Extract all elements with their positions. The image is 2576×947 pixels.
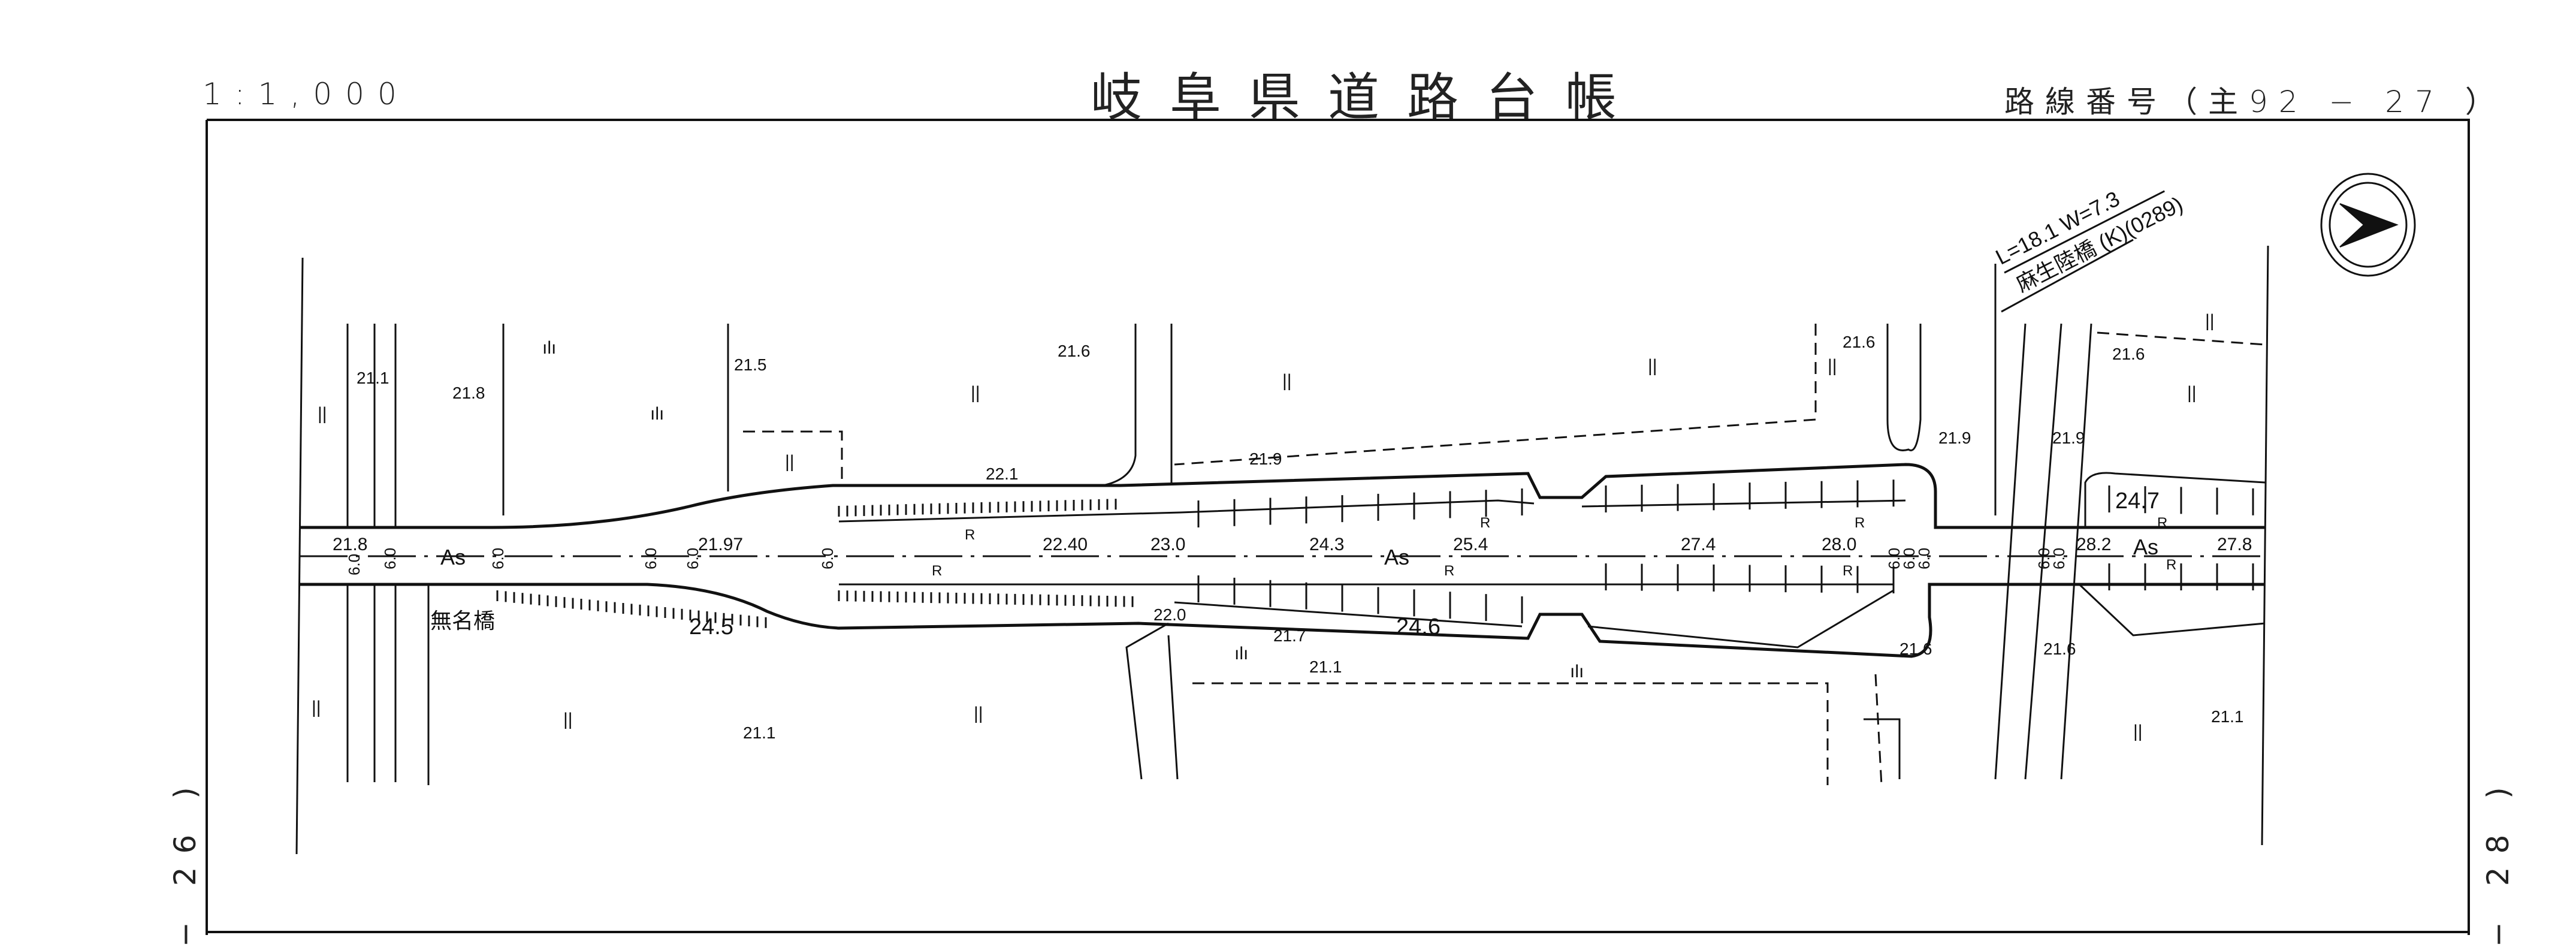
- width-label: 6.0: [819, 548, 836, 569]
- centerline-elevation: 28.0: [1822, 535, 1856, 554]
- centerline-elevation: 28.2: [2076, 535, 2111, 554]
- spot-height: 21.6: [2043, 640, 2076, 658]
- slope-hatching: [496, 479, 2254, 628]
- retaining-wall-mark: R: [1843, 563, 1853, 579]
- paddy-field-symbol: ||: [2133, 722, 2143, 741]
- retaining-wall-mark: R: [1444, 563, 1454, 579]
- width-label: 6.0: [642, 548, 660, 569]
- road-edge-south-inner: [839, 583, 2266, 649]
- spot-height: 21.9: [1938, 429, 1971, 447]
- bridge-name-mumei: 無名橋: [430, 608, 495, 633]
- north-arrow-icon: [2320, 173, 2416, 277]
- spot-height: 21.7: [1273, 626, 1306, 645]
- spot-height: 21.9: [1249, 450, 1282, 468]
- parcel-lines: [502, 324, 1901, 779]
- spot-height: 22.1: [986, 465, 1019, 483]
- sheet-title: 岐阜県道路台帳: [1091, 68, 1644, 128]
- parcel-boundaries: [743, 324, 2266, 786]
- surface-label: As: [1384, 545, 1409, 569]
- paddy-field-symbol: ||: [1828, 356, 1837, 376]
- spot-height: 21.8: [452, 384, 485, 402]
- width-label: 6.0: [1900, 548, 1918, 569]
- retaining-wall-mark: R: [2157, 515, 2167, 531]
- width-label: 6.0: [2035, 548, 2053, 569]
- centerline-elevation: 25.4: [1453, 535, 1488, 554]
- width-label: 6.0: [381, 548, 399, 569]
- width-label: 6.0: [489, 548, 507, 569]
- spot-height: 21.6: [2112, 345, 2145, 363]
- road-edge-south: [300, 583, 2265, 658]
- road-edge-north-inner: [838, 472, 2266, 527]
- sheet-frame: [206, 119, 2470, 935]
- centerline-elevation: 27.8: [2217, 535, 2252, 554]
- centerline-elevation: 22.40: [1043, 535, 1088, 554]
- width-label: 6.0: [1915, 548, 1933, 569]
- spot-height: 21.1: [743, 723, 776, 742]
- paddy-field-symbol: ||: [2187, 383, 2197, 403]
- width-label: 6.0: [2050, 548, 2068, 569]
- dry-field-symbol: ılı: [650, 404, 664, 424]
- map-edge-right: [2261, 245, 2269, 846]
- spot-height: 21.1: [357, 369, 389, 387]
- bridge-annotation-asou: L=18.1 W=7.3 麻生陸橋 (K)(0289): [1992, 186, 2187, 297]
- centerline-elevation: 21.8: [333, 535, 367, 554]
- paddy-field-symbol: ||: [974, 704, 983, 723]
- centerline-elevation: 23.0: [1150, 535, 1185, 554]
- paddy-field-symbol: ||: [1648, 356, 1657, 376]
- centerline-elevation: 21.97: [698, 535, 743, 554]
- slope-height: 24.7: [2115, 488, 2160, 514]
- paddy-field-symbol: ||: [971, 383, 980, 403]
- crossroad-east-bridge: [1994, 239, 2134, 780]
- paddy-field-symbol: ||: [785, 452, 795, 472]
- retaining-wall-mark: R: [965, 527, 975, 543]
- retaining-wall-mark: R: [1855, 515, 1865, 531]
- slope-height: 24.6: [1396, 614, 1440, 640]
- paddy-field-symbol: ||: [563, 710, 573, 729]
- paddy-field-symbol: ||: [1282, 371, 1292, 391]
- paddy-field-symbol: ||: [318, 404, 327, 424]
- spot-height: 21.6: [1058, 342, 1091, 360]
- crossroad-center: [1102, 324, 1179, 780]
- dry-field-symbol: ılı: [1234, 644, 1248, 663]
- spot-height: 21.1: [2211, 707, 2244, 726]
- spot-height: 21.1: [1309, 658, 1342, 676]
- retaining-wall-mark: R: [1480, 515, 1490, 531]
- route-number: 路線番号（主92 − 27 ）: [2004, 85, 2506, 119]
- retaining-wall-mark: R: [932, 563, 942, 579]
- spot-height: 21.9: [2052, 429, 2085, 447]
- spot-height: 21.6: [1899, 640, 1932, 658]
- width-label: 6.0: [1885, 548, 1903, 569]
- centerline-elevation: 24.3: [1309, 535, 1344, 554]
- surface-label: As: [440, 545, 466, 569]
- scale-label: 1:1,000: [203, 77, 410, 111]
- retaining-wall-mark: R: [2166, 557, 2176, 573]
- road-edge-north: [300, 463, 2265, 529]
- paddy-field-symbol: ||: [312, 698, 321, 717]
- paddy-field-symbol: ||: [2205, 311, 2215, 331]
- spot-height: 22.0: [1153, 605, 1186, 624]
- dry-field-symbol: ılı: [542, 338, 556, 358]
- centerline-elevation: 27.4: [1681, 535, 1716, 554]
- surface-label: As: [2133, 535, 2158, 559]
- spot-height: 21.5: [734, 355, 767, 374]
- spot-height: 21.6: [1843, 333, 1876, 351]
- width-label: 6.0: [684, 548, 702, 569]
- width-label: 6.0: [345, 554, 363, 575]
- local-road-east: [1886, 324, 1922, 451]
- dry-field-symbol: ılı: [1570, 662, 1584, 681]
- slope-height: 24.5: [689, 614, 733, 640]
- crossroad-west: [346, 324, 430, 785]
